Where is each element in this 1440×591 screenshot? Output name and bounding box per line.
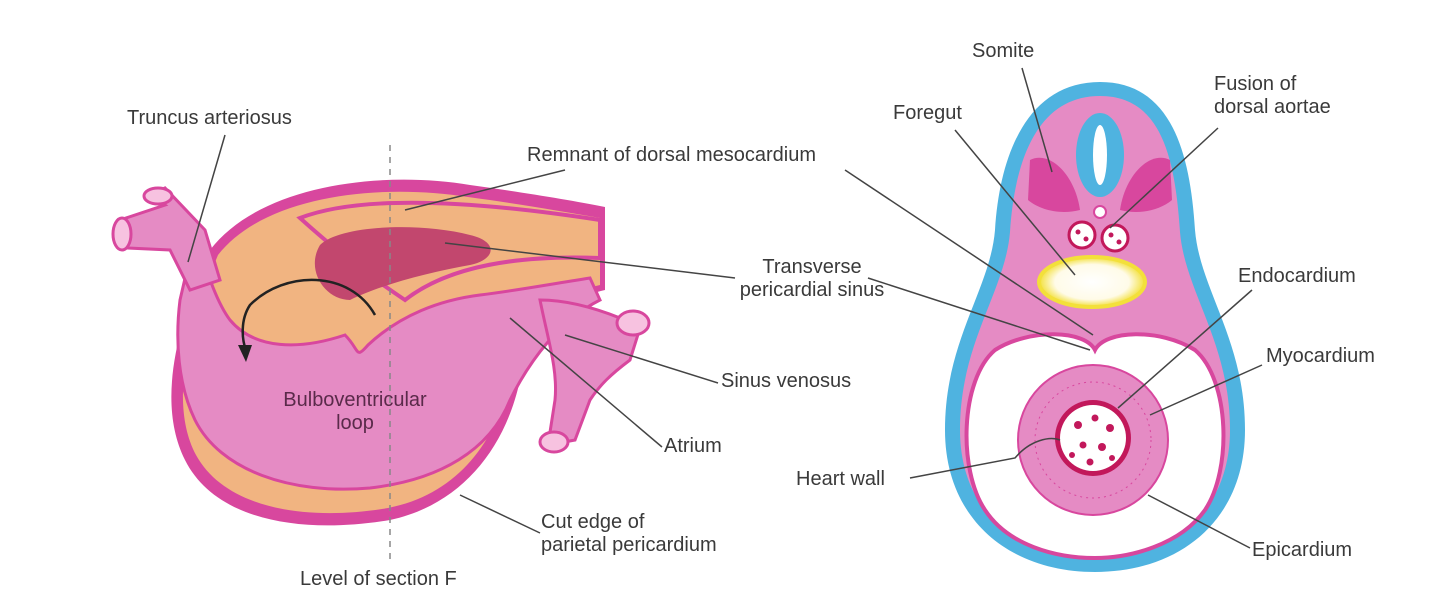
left-heart-tube-illustration bbox=[113, 145, 649, 560]
neural-tube-lumen bbox=[1093, 125, 1107, 185]
right-cross-section-illustration bbox=[945, 82, 1245, 572]
label-truncus-arteriosus: Truncus arteriosus bbox=[127, 107, 292, 130]
label-foregut: Foregut bbox=[893, 102, 962, 125]
label-myocardium: Myocardium bbox=[1266, 345, 1375, 368]
label-heart-wall: Heart wall bbox=[796, 468, 885, 491]
label-cut-edge-parietal-pericardium: Cut edge of parietal pericardium bbox=[541, 511, 717, 557]
label-level-of-section: Level of section F bbox=[300, 568, 457, 591]
foregut-shape bbox=[1039, 257, 1145, 307]
truncus-vessel-opening-1 bbox=[113, 218, 131, 250]
label-somite: Somite bbox=[972, 40, 1034, 63]
notochord bbox=[1094, 206, 1106, 218]
label-fusion-of-dorsal-aortae: Fusion of dorsal aortae bbox=[1214, 73, 1331, 119]
label-atrium: Atrium bbox=[664, 435, 722, 458]
dorsal-aorta-left bbox=[1069, 222, 1095, 248]
label-remnant-dorsal-mesocardium: Remnant of dorsal mesocardium bbox=[527, 144, 816, 167]
leader-cut-edge bbox=[460, 495, 540, 533]
sinus-venosus-opening-1 bbox=[617, 311, 649, 335]
label-transverse-pericardial-sinus: Transverse pericardial sinus bbox=[708, 256, 916, 302]
label-bulboventricular-loop: Bulboventricular loop bbox=[255, 389, 455, 435]
sinus-venosus-opening-2 bbox=[540, 432, 568, 452]
label-endocardium: Endocardium bbox=[1238, 265, 1356, 288]
label-epicardium: Epicardium bbox=[1252, 539, 1352, 562]
dorsal-aorta-right bbox=[1102, 225, 1128, 251]
truncus-vessel-opening-2 bbox=[144, 188, 172, 204]
label-sinus-venosus: Sinus venosus bbox=[721, 370, 851, 393]
